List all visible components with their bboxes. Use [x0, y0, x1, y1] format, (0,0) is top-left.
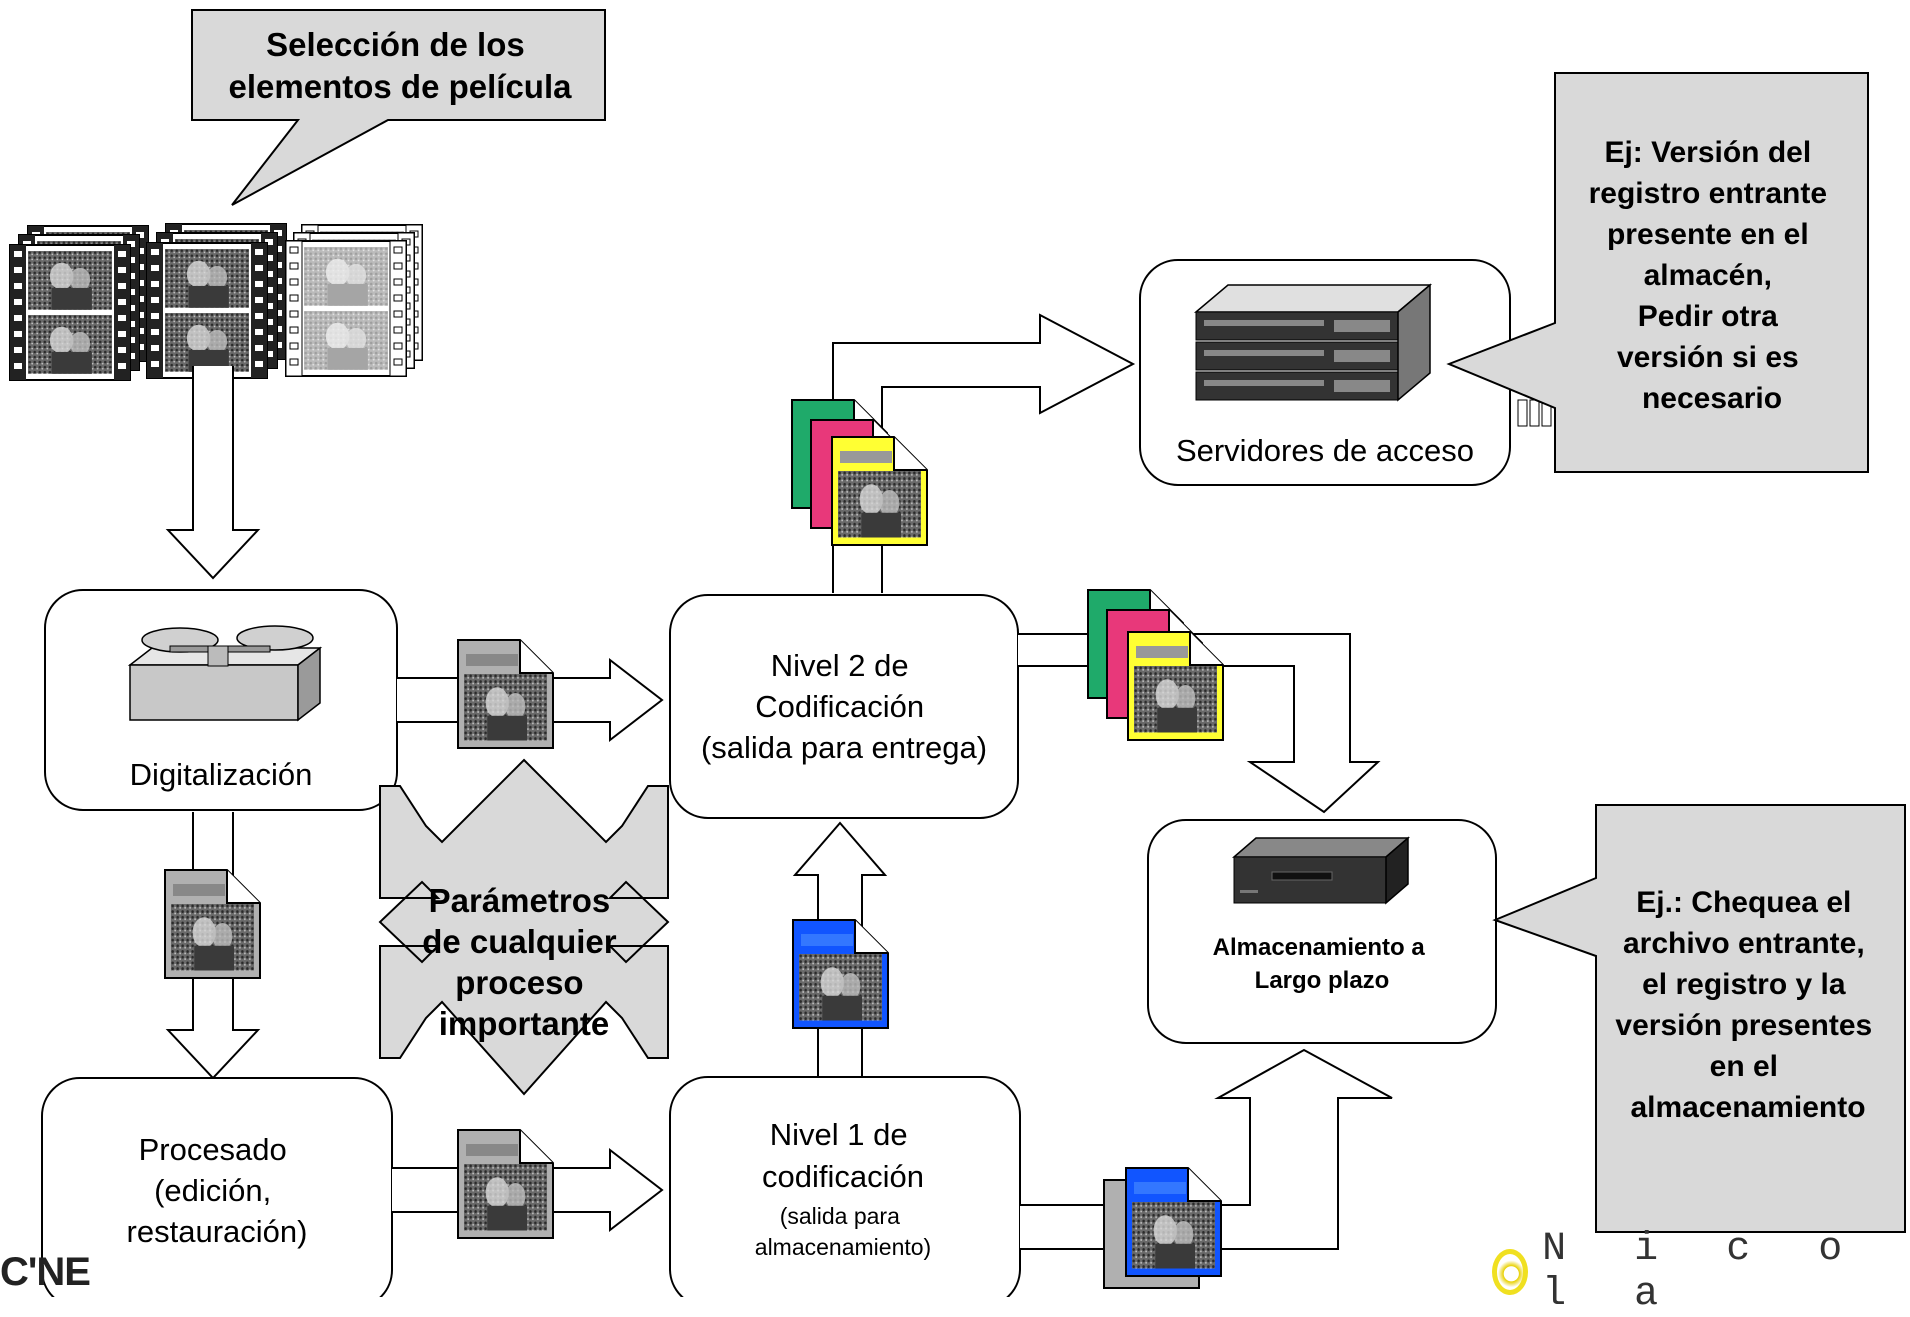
- level2-line-2: Codificación: [755, 689, 924, 724]
- access-note-line-7: necesario: [1642, 382, 1782, 415]
- storage-note-line-3: el registro y la: [1642, 968, 1846, 1001]
- parameters-line-1: Parámetros: [429, 882, 611, 919]
- arrow-film-to-digitalization: [165, 366, 261, 580]
- storage-note-line-2: archivo entrante,: [1623, 927, 1865, 960]
- storage-note-line-4: versión presentes: [1615, 1009, 1872, 1042]
- film-selection-callout: [191, 9, 606, 206]
- film-selection-line-1: Selección de los: [266, 26, 525, 63]
- logo-top-left: C'NE: [0, 1250, 91, 1294]
- storage-note-line-5: en el: [1710, 1050, 1778, 1083]
- svg-text:Nivel 2 de Codificación: Nivel 2 de Codificación (salida para ent…: [701, 648, 987, 765]
- level2-line-1: Nivel 2 de: [771, 648, 909, 683]
- arrow-level1-to-storage: [1020, 1048, 1393, 1250]
- server-rack-icon: [1193, 283, 1433, 402]
- long-term-line-1: Almacenamiento a: [1213, 934, 1426, 961]
- file-icon-grey: [457, 1129, 554, 1239]
- long-term-line-2: Largo plazo: [1255, 967, 1390, 994]
- parameters-line-3: proceso: [455, 964, 583, 1001]
- level2-line-3: (salida para entrega): [701, 730, 987, 765]
- tape-drive-icon: [1231, 836, 1411, 905]
- logo-bottom-right-text: N i c o l a: [1542, 1226, 1865, 1317]
- access-note-line-6: versión si es: [1617, 341, 1799, 374]
- access-note-line-1: Ej: Versión del: [1604, 136, 1811, 169]
- level1-sub-line-1: (salida para: [780, 1203, 900, 1229]
- arrow-level2-to-servers: [832, 313, 1136, 593]
- svg-text:Almacenamiento a Largo pla: Almacenamiento a Largo plazo: [1213, 934, 1432, 994]
- file-icon-blue: [792, 919, 889, 1029]
- level2-node: [669, 594, 1019, 819]
- svg-text:Parámetros de cualquier: Parámetros de cualquier proceso importan…: [422, 882, 626, 1042]
- svg-text:Selección de los elementos: Selección de los elementos de película: [229, 26, 573, 105]
- processing-line-2: (edición,: [154, 1173, 271, 1208]
- access-note-line-3: presente en el: [1607, 218, 1809, 251]
- svg-text:Ej: Versión del registro e: Ej: Versión del registro entrante presen…: [1589, 136, 1836, 415]
- digitalization-label: Digitalización: [130, 757, 313, 792]
- nicola-logo-icon: [1492, 1248, 1529, 1295]
- svg-text:(salida para almacenamient: (salida para almacenamiento): [755, 1203, 931, 1260]
- level1-line-2: codificación: [762, 1159, 924, 1194]
- film-selection-line-2: elementos de película: [229, 68, 573, 105]
- processing-line-3: restauración): [127, 1214, 308, 1249]
- file-stack-delivery-right: [1087, 589, 1224, 741]
- level1-node: [669, 1076, 1021, 1297]
- svg-text:Ej.: Chequea el archivo en: Ej.: Chequea el archivo entrante, el reg…: [1615, 886, 1880, 1124]
- file-stack-delivery-top: [791, 399, 928, 546]
- level1-line-1: Nivel 1 de: [770, 1117, 908, 1152]
- file-icon-grey: [457, 639, 554, 749]
- access-note-line-4: almacén,: [1644, 259, 1772, 292]
- svg-text:Procesado (edición, re: Procesado (edición, restauración): [127, 1132, 308, 1249]
- film-scanner-icon: [127, 625, 323, 722]
- logo-bottom-right: N i c o l a: [1492, 1227, 1910, 1317]
- storage-note-line-6: almacenamiento: [1630, 1091, 1865, 1124]
- parameters-diamond-arrow: [378, 758, 670, 1096]
- processing-line-1: Procesado: [139, 1132, 287, 1167]
- level1-sub-line-2: almacenamiento): [755, 1234, 931, 1260]
- access-note-line-5: Pedir otra: [1638, 300, 1778, 333]
- storage-note-line-1: Ej.: Chequea el: [1636, 886, 1851, 919]
- parameters-line-4: importante: [439, 1005, 610, 1042]
- access-note-callout: [1446, 72, 1869, 473]
- svg-text:Nivel 1 de codificación: Nivel 1 de codificación: [762, 1117, 924, 1194]
- access-note-line-2: registro entrante: [1589, 177, 1827, 210]
- parameters-line-2: de cualquier: [422, 923, 617, 960]
- servers-label: Servidores de acceso: [1176, 433, 1474, 468]
- file-stack-storage: [1103, 1167, 1222, 1289]
- comb-decoration: [1517, 399, 1552, 427]
- storage-note-callout: [1492, 804, 1906, 1233]
- file-icon-grey: [164, 869, 261, 979]
- film-elements-icon: [10, 224, 422, 380]
- arrow-level2-to-storage: [1018, 633, 1381, 814]
